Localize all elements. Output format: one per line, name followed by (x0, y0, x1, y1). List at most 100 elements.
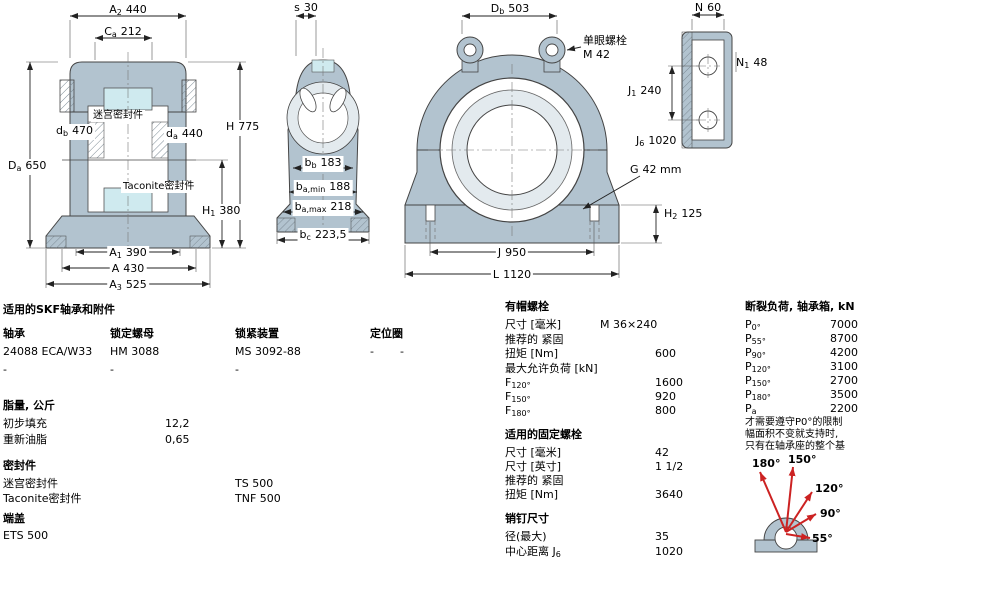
angle-180-label: 180° (752, 457, 781, 470)
locking-row2: - (235, 363, 239, 376)
end-cover-value: ETS 500 (3, 529, 49, 542)
labyrinth-seal-annotation: 迷宫密封件 (91, 110, 145, 122)
att-size-mm-label: 尺寸 [毫米] (505, 318, 562, 331)
p150-value: 2700 (830, 374, 858, 387)
p120-value: 3100 (830, 360, 858, 373)
pa-label: Pa (745, 402, 757, 416)
fix-size-mm-label: 尺寸 [毫米] (505, 446, 562, 459)
f120-label: F120° (505, 376, 531, 390)
relubrication-value: 0,65 (165, 433, 190, 446)
initial-fill-label: 初步填充 (3, 417, 47, 430)
p180-label: P180° (745, 388, 771, 402)
max-load-label: 最大允许负荷 [kN] (505, 362, 598, 375)
end-view-drawing (668, 12, 737, 149)
breaking-load-title: 断裂负荷, 轴承箱, kN (745, 300, 855, 313)
col-locknut: 锁定螺母 (110, 327, 154, 340)
att-recommended-label: 推荐的 紧固 (505, 333, 564, 346)
front-view-drawing (404, 13, 662, 278)
pin-center-distance-value: 1020 (655, 545, 683, 558)
f180-value: 800 (655, 404, 676, 417)
load-direction-diagram (754, 466, 818, 553)
pins-title: 销钉尺寸 (505, 512, 549, 525)
att-torque-value: 600 (655, 347, 676, 360)
locking-device-designation: MS 3092-88 (235, 345, 301, 358)
angle-90-label: 90° (820, 507, 841, 520)
locating-ring-a: - (370, 345, 374, 358)
f120-value: 1600 (655, 376, 683, 389)
p0-value: 7000 (830, 318, 858, 331)
attachment-bolts-title: 有帽螺栓 (505, 300, 549, 313)
att-torque-label: 扭矩 [Nm] (505, 347, 559, 360)
fix-torque-value: 3640 (655, 488, 683, 501)
pin-center-distance-label: 中心距离 J6 (505, 545, 561, 559)
locknut-row2: - (110, 363, 114, 376)
f150-value: 920 (655, 390, 676, 403)
p180-value: 3500 (830, 388, 858, 401)
pin-diameter-label: 径(最大) (505, 530, 547, 543)
p55-value: 8700 (830, 332, 858, 345)
p120-label: P120° (745, 360, 771, 374)
f180-label: F180° (505, 404, 531, 418)
fix-size-in-value: 1 1/2 (655, 460, 684, 473)
p55-label: P55° (745, 332, 766, 346)
col-locking-device: 锁紧装置 (235, 327, 279, 340)
eyebolt-size: M 42 (583, 48, 610, 61)
accessories-title: 适用的SKF轴承和附件 (3, 303, 115, 316)
initial-fill-value: 12,2 (165, 417, 190, 430)
fix-size-mm-value: 42 (655, 446, 669, 459)
p90-value: 4200 (830, 346, 858, 359)
taconite-seal-label: Taconite密封件 (3, 492, 82, 505)
locknut-designation: HM 3088 (110, 345, 160, 358)
labyrinth-seal-label: 迷宫密封件 (3, 477, 58, 490)
p90-label: P90° (745, 346, 766, 360)
bearing-designation: 24088 ECA/W33 (3, 345, 93, 358)
col-bearing: 轴承 (3, 327, 25, 340)
grease-title: 脂量, 公斤 (3, 399, 56, 412)
relubrication-label: 重新油脂 (3, 433, 47, 446)
seals-title: 密封件 (3, 459, 36, 472)
labyrinth-seal-value: TS 500 (235, 477, 274, 490)
angle-150-label: 150° (788, 453, 817, 466)
col-locating-ring: 定位圈 (370, 327, 403, 340)
end-cover-title: 端盖 (3, 512, 25, 525)
fix-size-in-label: 尺寸 [英寸] (505, 460, 562, 473)
f150-label: F150° (505, 390, 531, 404)
bearing-row2: - (3, 363, 7, 376)
p150-label: P150° (745, 374, 771, 388)
breaking-load-note-3: 只有在轴承座的整个基 (745, 441, 845, 452)
fix-torque-label: 扭矩 [Nm] (505, 488, 559, 501)
fix-recommended-label: 推荐的 紧固 (505, 474, 564, 487)
eyebolt-annotation: 单眼螺栓 (583, 34, 627, 47)
locating-ring-b: - (400, 345, 404, 358)
att-size-mm-value: M 36×240 (600, 318, 658, 331)
angle-120-label: 120° (815, 482, 844, 495)
angle-55-label: 55° (812, 532, 833, 545)
breaking-load-note-2: 幅面积不变就支持时, (745, 429, 839, 440)
taconite-seal-value: TNF 500 (235, 492, 281, 505)
p0-label: P0° (745, 318, 761, 332)
pin-diameter-value: 35 (655, 530, 669, 543)
taconite-seal-annotation: Taconite密封件 (121, 181, 197, 193)
